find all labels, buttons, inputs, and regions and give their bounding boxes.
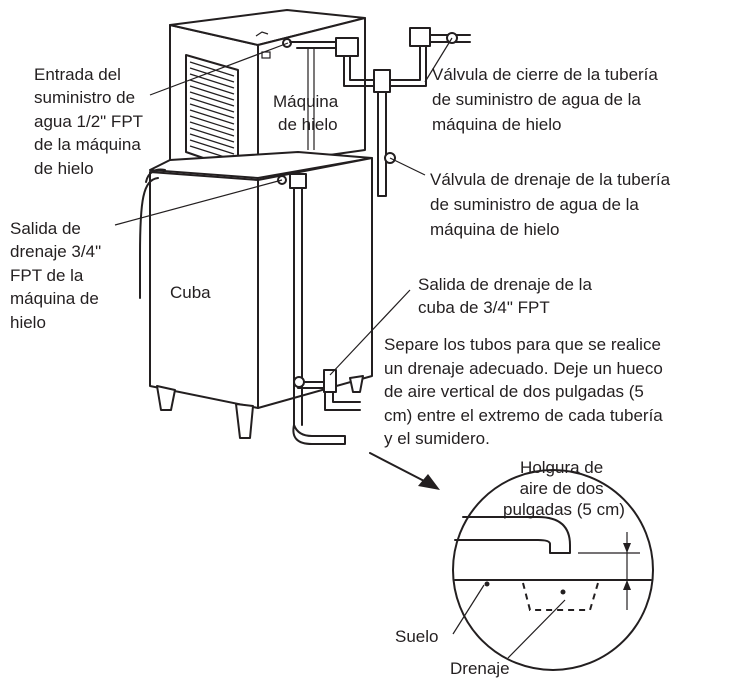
detail-arrow xyxy=(369,452,440,490)
callout-leaders xyxy=(114,37,566,659)
machine-drain-outlet-label: Salida de drenaje 3/4" FPT de la máquina… xyxy=(10,219,106,332)
bin-unit xyxy=(139,151,373,439)
water-supply-piping xyxy=(289,27,471,197)
water-inlet-label: Entrada del suministro de agua 1/2" FPT … xyxy=(34,65,147,178)
floor-label: Suelo xyxy=(395,627,438,646)
air-gap-label: Holgura de aire de dos pulgadas (5 cm) xyxy=(503,458,625,519)
bin-drain-outlet-label: Salida de drenaje de la cuba de 3/4" FPT xyxy=(418,275,597,317)
shutoff-valve-label: Válvula de cierre de la tubería de sumin… xyxy=(432,65,663,134)
ice-machine-label: Máquina de hielo xyxy=(273,92,343,134)
ice-machine-unit xyxy=(169,9,366,171)
bin-label: Cuba xyxy=(170,283,211,302)
separate-pipes-note: Separe los tubos para que se realice un … xyxy=(384,335,668,448)
drain-label: Drenaje xyxy=(450,659,510,678)
drain-valve-label: Válvula de drenaje de la tubería de sumi… xyxy=(430,170,675,239)
air-gap-detail xyxy=(452,469,654,671)
drain-piping xyxy=(289,173,361,445)
